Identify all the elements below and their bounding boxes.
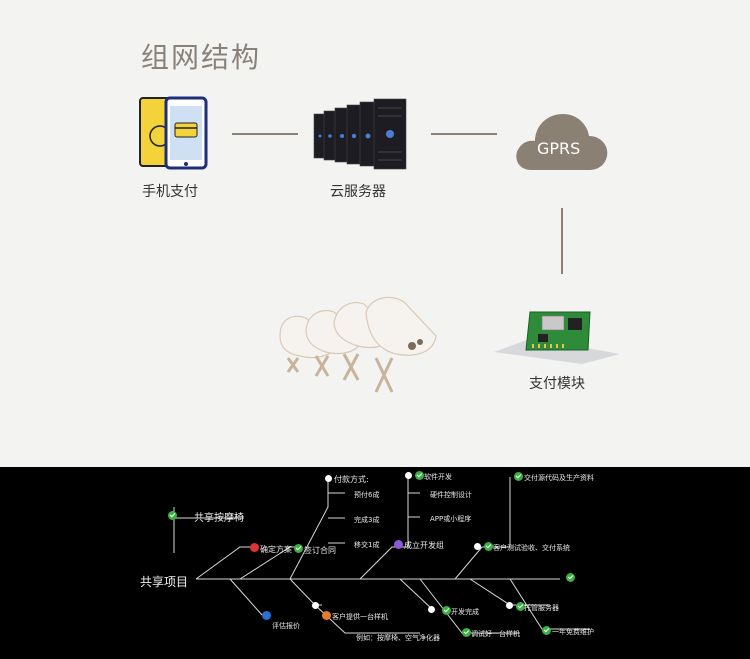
shared-project-root: 共享项目 <box>140 575 189 589</box>
payment-method-node: 付款方式: <box>334 475 369 484</box>
payment-prepay-node: 预付6成 <box>354 491 380 499</box>
quote-node: 评估报价 <box>272 622 300 630</box>
payment-module-icon <box>494 311 620 364</box>
connector-phone-server <box>232 133 298 135</box>
app-node: APP或小程序 <box>430 515 472 523</box>
payment-complete-node: 完成3成 <box>354 516 380 524</box>
cloud-server-icon <box>313 98 407 170</box>
network-structure-section: 组网结构 手机支付 云服务器 GPRS <box>139 41 620 393</box>
node-dot <box>428 606 435 613</box>
connector-gprs-module <box>561 208 563 274</box>
acceptance-node: 客户测试验收、交付系统 <box>493 544 570 552</box>
example-node: 例如：按摩椅、空气净化器 <box>356 634 440 642</box>
phone-payment-label: 手机支付 <box>142 184 198 200</box>
payment-module-label: 支付模块 <box>529 376 585 392</box>
sign-contract-node: 签订合同 <box>304 546 336 555</box>
debug-sample-node: 调试好一台样机 <box>471 630 520 638</box>
dev-team-node: 成立开发组 <box>404 541 444 550</box>
node-dot <box>325 475 332 482</box>
check-icon <box>516 602 525 611</box>
node-dot <box>506 602 513 609</box>
check-icon <box>542 626 551 635</box>
hosting-node: 托管服务器 <box>524 604 559 612</box>
check-icon <box>168 511 177 520</box>
node-dot <box>474 543 481 550</box>
check-icon <box>484 542 493 551</box>
massage-shawl-image <box>279 296 437 393</box>
orange-badge-icon <box>322 611 331 620</box>
cloud-server-label: 云服务器 <box>330 184 386 200</box>
confirm-plan-node: 确定方案 <box>260 545 292 554</box>
phone-payment-icon <box>139 96 208 170</box>
shared-chair-node: 共享按摩椅 <box>194 513 244 524</box>
connector-server-gprs <box>431 133 497 135</box>
dev-complete-node: 开发完成 <box>451 608 479 616</box>
check-icon <box>566 573 575 582</box>
blue-badge-icon <box>262 611 271 620</box>
sample-node: 客户提供一台样机 <box>332 613 388 621</box>
check-icon <box>514 472 523 481</box>
red-badge-icon <box>250 543 259 552</box>
node-dot <box>405 472 412 479</box>
page-title: 组网结构 <box>141 41 262 74</box>
check-icon <box>415 471 424 480</box>
check-icon <box>462 628 471 637</box>
gprs-label: GPRS <box>537 139 581 158</box>
warranty-node: 一年免费维护 <box>552 628 594 636</box>
deliver-source-node: 交付源代码及生产资料 <box>524 474 594 482</box>
node-dot <box>312 602 319 609</box>
hardware-design-node: 硬件控制设计 <box>430 491 472 499</box>
check-icon <box>442 606 451 615</box>
software-dev-node: 软件开发 <box>424 473 452 481</box>
purple-badge-icon <box>394 540 403 549</box>
gprs-cloud-icon <box>516 114 608 170</box>
check-icon <box>294 544 303 553</box>
project-mindmap: 付款方式: 预付6成 完成3成 移交1成 软件开发 硬件控制设计 APP或小程序… <box>0 467 750 659</box>
payment-handover-node: 移交1成 <box>354 541 380 549</box>
